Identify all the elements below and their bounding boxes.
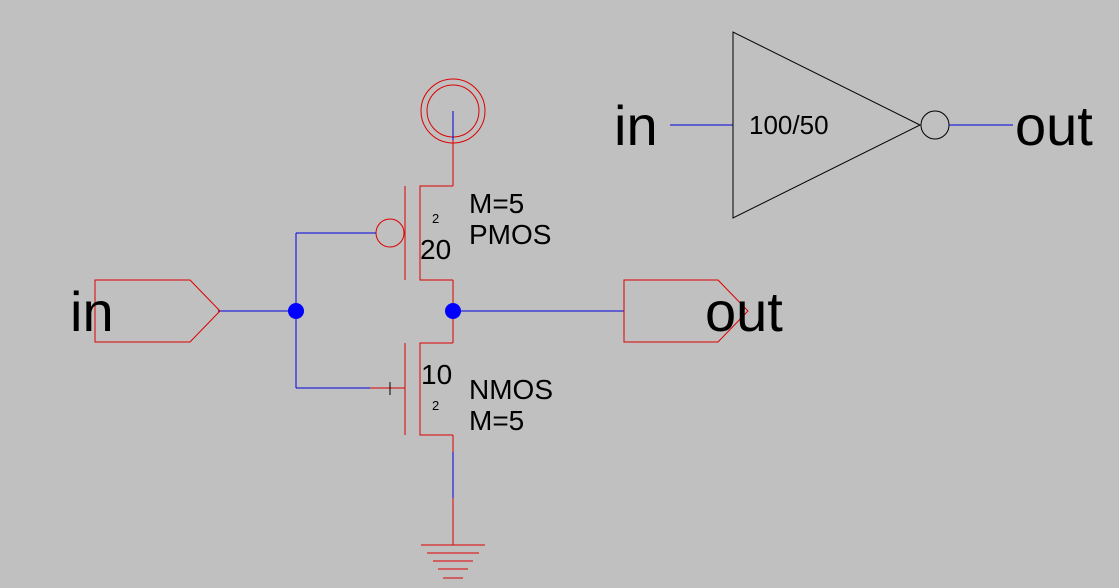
pmos-length-label: 2 xyxy=(432,211,439,226)
nmos-type-label: NMOS xyxy=(469,374,553,405)
nmos-multiplier-label: M=5 xyxy=(469,405,524,436)
input-wires[interactable] xyxy=(218,233,297,388)
pmos-type-label: PMOS xyxy=(469,219,551,250)
vdd-symbol[interactable] xyxy=(420,78,486,186)
nmos-transistor[interactable] xyxy=(296,327,454,545)
output-port[interactable] xyxy=(623,279,749,343)
ground-symbol[interactable] xyxy=(421,544,485,579)
input-junction-dot[interactable] xyxy=(288,303,304,319)
output-junction-dot[interactable] xyxy=(445,303,461,319)
inverter-size-label: 100/50 xyxy=(749,110,829,140)
inverter-input-label: in xyxy=(614,94,658,157)
input-port[interactable] xyxy=(94,279,221,343)
output-wires[interactable] xyxy=(452,296,624,327)
nmos-width-label: 10 xyxy=(421,359,452,390)
pmos-width-label: 20 xyxy=(420,234,451,265)
nmos-length-label: 2 xyxy=(432,398,439,413)
inverter-output-label: out xyxy=(1015,94,1093,157)
inverter-symbol[interactable] xyxy=(670,31,1013,219)
input-port-label: in xyxy=(70,280,114,343)
pmos-transistor[interactable] xyxy=(296,185,454,296)
pmos-multiplier-label: M=5 xyxy=(469,188,524,219)
output-port-label: out xyxy=(705,280,783,343)
